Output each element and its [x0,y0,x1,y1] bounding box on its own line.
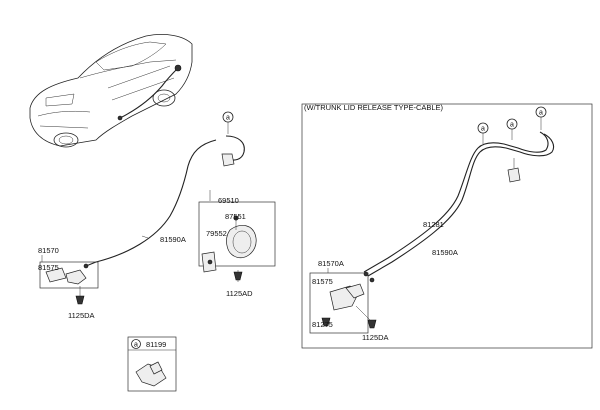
callout-a-left-text: a [226,115,230,122]
label-69510: 69510 [218,196,239,205]
label-81281: 81281 [423,220,444,229]
callout-a-clip-text: a [134,342,138,349]
fuel-door-box [198,201,276,267]
label-1125AD: 1125AD [226,289,253,298]
label-81575-left: 81575 [38,263,59,272]
clip-box: a [127,336,177,392]
label-81575-right: 81575 [312,277,333,286]
label-81570: 81570 [38,246,59,255]
label-81275: 81275 [312,320,333,329]
label-81570A: 81570A [318,259,344,268]
label-1125DA-left: 1125DA [68,311,95,320]
label-79552: 79552 [206,229,227,238]
callout-a-clip [131,339,141,349]
right-cable-assembly: a a a [309,106,555,334]
callout-a-right-3-text: a [481,126,485,133]
callout-a-right-1-text: a [539,110,543,117]
label-1125DA-right: 1125DA [362,333,389,342]
label-81590A-right: 81590A [432,248,458,257]
label-81590A-left: 81590A [160,235,186,244]
actuator-box [39,261,99,289]
car-illustration [29,34,193,148]
callout-a-right-2-text: a [510,122,514,129]
right-actuator-box [309,272,369,334]
left-cable-assembly: a [39,111,276,305]
label-87551: 87551 [225,212,246,221]
label-81199: 81199 [146,340,166,349]
panel-title: (W/TRUNK LID RELEASE TYPE-CABLE) [304,103,444,112]
trunk-release-panel [301,103,593,349]
